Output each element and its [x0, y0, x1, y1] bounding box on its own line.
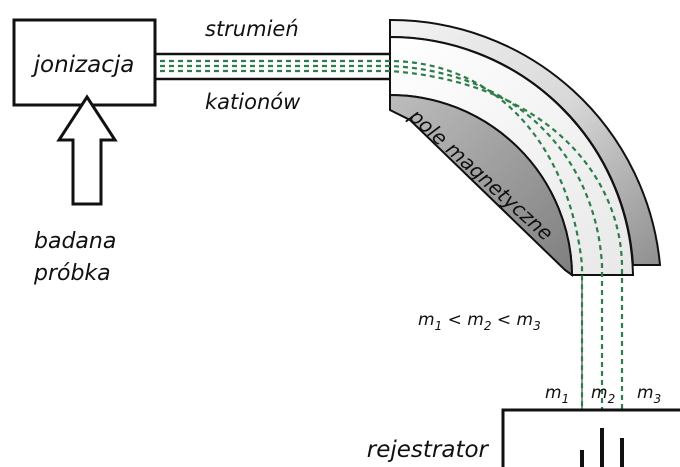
up-arrow-icon — [56, 94, 118, 206]
sample-label-line2: próbka — [33, 261, 111, 286]
beam-m2 — [160, 64, 604, 412]
mass-relation: m1 < m2 < m3 — [418, 310, 541, 333]
recorder-label: rejestrator — [367, 437, 490, 463]
ion-beams — [160, 59, 624, 412]
beam-label-m2: m2 — [591, 383, 615, 406]
inner-magnet-pole — [389, 93, 574, 277]
ionization-label: jonizacja — [31, 52, 135, 78]
beam-m1 — [160, 59, 584, 412]
recorder-box — [501, 408, 680, 467]
beam-m3 — [160, 69, 624, 412]
beam-label-m3: m3 — [637, 383, 661, 406]
stream-label-line1: strumień — [205, 17, 299, 41]
sample-label-line1: badana — [34, 229, 116, 254]
stream-label-line2: kationów — [205, 90, 301, 114]
beam-label-m1: m1 — [545, 383, 569, 406]
ionization-chamber — [12, 18, 157, 107]
